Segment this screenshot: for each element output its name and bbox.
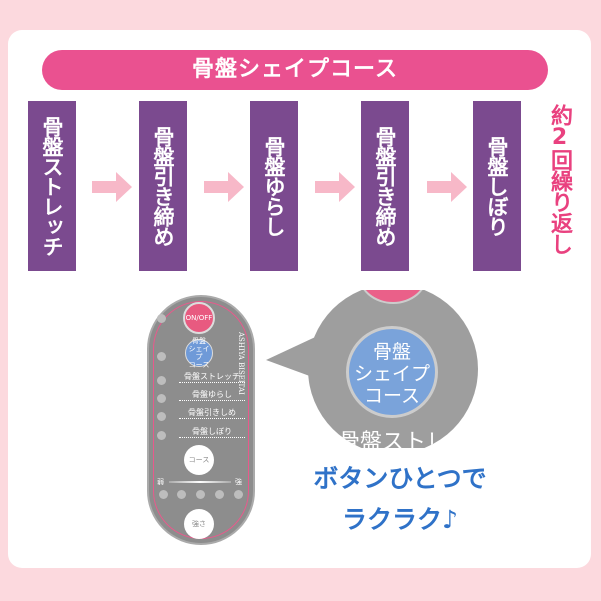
shape-course-button-zoomed: 骨盤シェイプコース — [346, 326, 438, 418]
strength-led — [215, 490, 224, 499]
indicator-led — [157, 394, 166, 403]
strength-led — [159, 490, 168, 499]
strength-led — [234, 490, 243, 499]
weak-label: 弱 — [157, 478, 164, 486]
strength-button[interactable]: 強さ — [184, 509, 214, 539]
mode-label: 骨盤しぼり — [179, 427, 245, 438]
repeat-note: 約2回繰り返し — [547, 104, 572, 254]
strength-led — [196, 490, 205, 499]
strength-led — [177, 490, 186, 499]
course-button[interactable]: コース — [184, 445, 214, 475]
step-5: 骨盤しぼり — [473, 101, 521, 271]
course-title: 骨盤シェイプコース — [42, 50, 548, 90]
indicator-led — [157, 314, 166, 323]
arrow-right-icon — [92, 172, 132, 202]
indicator-led — [157, 412, 166, 421]
mode-label: 骨盤ゆらし — [179, 390, 245, 401]
brand-logo: ASHIYA BISEITAI — [237, 332, 245, 395]
mode-label: 骨盤ストレッチ — [179, 372, 245, 383]
step-4: 骨盤引き締め — [361, 101, 409, 271]
remote-control: ON/OFF 骨盤シェイプコース 骨盤ストレッチ 骨盤ゆらし 骨盤引きしめ 骨盤… — [147, 295, 255, 545]
step-3: 骨盤ゆらし — [250, 101, 298, 271]
shape-course-button[interactable]: 骨盤シェイプコース — [185, 337, 213, 369]
zoomed-label: 骨盤ストレ — [338, 430, 449, 448]
power-button[interactable]: ON/OFF — [183, 302, 215, 334]
tagline-line-1: ボタンひとつで — [313, 464, 487, 493]
zoom-bubble: 骨盤シェイプコース 骨盤ストレ — [308, 290, 478, 448]
tagline-line-2: ラクラク♪ — [342, 505, 458, 534]
step-1: 骨盤ストレッチ — [28, 101, 76, 271]
arrow-right-icon — [204, 172, 244, 202]
step-2: 骨盤引き締め — [139, 101, 187, 271]
arrow-right-icon — [315, 172, 355, 202]
indicator-led — [157, 431, 166, 440]
strong-label: 強 — [235, 478, 242, 486]
mode-label: 骨盤引きしめ — [179, 408, 245, 419]
strength-scale — [169, 481, 231, 483]
indicator-led — [157, 352, 166, 361]
indicator-led — [157, 376, 166, 385]
arrow-right-icon — [427, 172, 467, 202]
